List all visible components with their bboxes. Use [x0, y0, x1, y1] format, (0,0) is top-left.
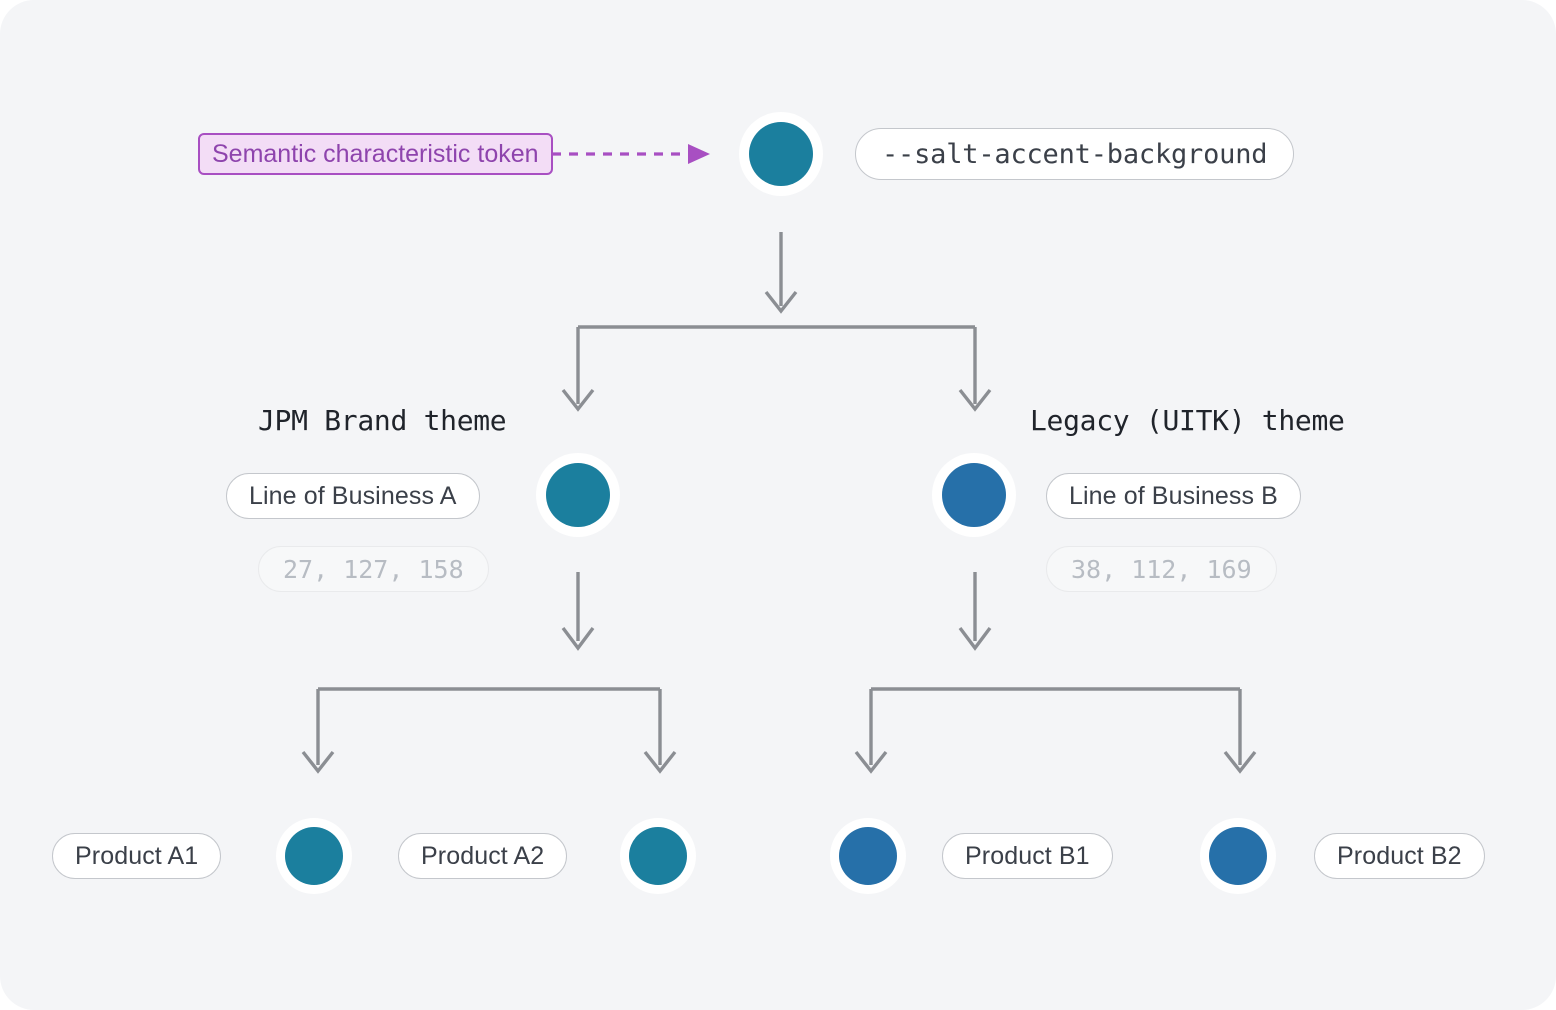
lob-a-rgb-pill: 27, 127, 158 [258, 546, 489, 592]
product-b1-color-swatch[interactable] [830, 818, 906, 894]
wire-root-split [561, 325, 992, 412]
wire-theme-a-stem [561, 572, 595, 651]
product-a2-color-swatch[interactable] [620, 818, 696, 894]
product-a1-pill[interactable]: Product A1 [52, 833, 222, 879]
lob-b-color-swatch[interactable] [932, 453, 1016, 537]
product-b1-pill[interactable]: Product B1 [942, 833, 1113, 879]
wire-theme-b-stem [958, 572, 992, 651]
theme-caption-jpm-brand: JPM Brand theme [258, 404, 507, 437]
product-a1-swatch-fill [285, 827, 343, 885]
product-b2-color-swatch[interactable] [1200, 818, 1276, 894]
product-b2-pill[interactable]: Product B2 [1314, 833, 1485, 879]
root-token-pill[interactable]: --salt-accent-background [855, 128, 1295, 180]
lob-b-swatch-fill [942, 463, 1006, 527]
product-a2-swatch-fill [629, 827, 687, 885]
lob-b-pill[interactable]: Line of Business B [1046, 473, 1301, 519]
product-a2-pill[interactable]: Product A2 [398, 833, 568, 879]
theme-caption-legacy-uitk: Legacy (UITK) theme [1030, 404, 1345, 437]
lob-a-color-swatch[interactable] [536, 453, 620, 537]
wire-products-b [854, 687, 1257, 774]
wire-root-stem [764, 232, 798, 314]
product-a1-color-swatch[interactable] [276, 818, 352, 894]
lob-b-rgb-pill: 38, 112, 169 [1046, 546, 1277, 592]
root-swatch-fill [749, 122, 813, 186]
product-b2-swatch-fill [1209, 827, 1267, 885]
product-b1-swatch-fill [839, 827, 897, 885]
lob-a-pill[interactable]: Line of Business A [226, 473, 480, 519]
lob-a-swatch-fill [546, 463, 610, 527]
wire-products-a [301, 687, 677, 774]
semantic-token-annotation: Semantic characteristic token [198, 133, 553, 175]
root-color-swatch[interactable] [739, 112, 823, 196]
annotation-pointer [552, 144, 710, 164]
